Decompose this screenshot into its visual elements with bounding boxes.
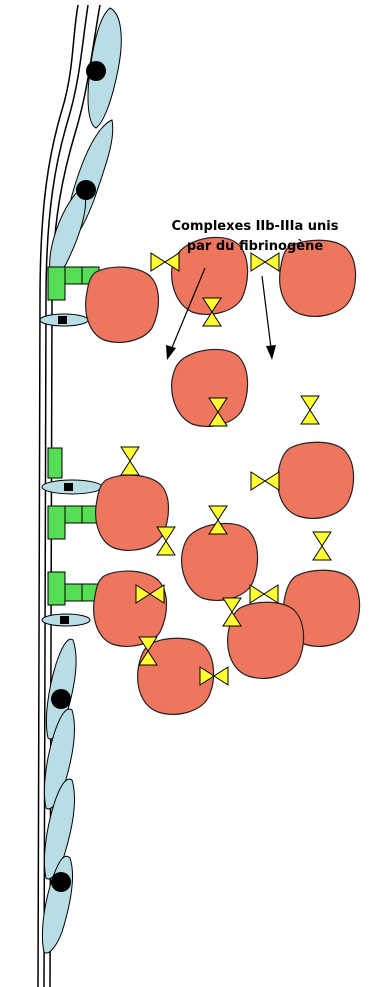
- fibrinogen-bridge: [313, 532, 331, 560]
- receptor-block: [65, 506, 82, 523]
- annotation-line-2: par du fibrinogène: [145, 237, 365, 257]
- annotation-line-1: Complexes IIb-IIIa unis: [145, 217, 365, 237]
- fibrinogen-half: [250, 585, 264, 603]
- platelet: [86, 267, 159, 342]
- fibrinogen-half: [121, 447, 139, 461]
- platelet: [94, 571, 167, 646]
- fibrinogen-half: [313, 532, 331, 546]
- adhesion-disc-core: [58, 316, 67, 324]
- receptor-block: [48, 572, 65, 605]
- fibrinogen-half: [301, 396, 319, 410]
- receptor-block: [48, 448, 62, 478]
- adhesion-disc-core: [64, 483, 73, 491]
- annotation-arrow-head: [266, 345, 276, 360]
- fibrinogen-half: [121, 461, 139, 475]
- fibrinogen-bridge: [121, 447, 139, 475]
- fibrinogen-half: [157, 541, 175, 555]
- nucleus: [51, 872, 71, 892]
- adhesion-disc-core: [60, 616, 69, 624]
- fibrinogen-half: [265, 472, 279, 490]
- fibrinogen-bridge: [250, 585, 278, 603]
- annotation-arrow-shaft: [262, 276, 271, 348]
- fibrinogen-half: [264, 585, 278, 603]
- fibrinogen-half: [301, 410, 319, 424]
- platelet: [228, 602, 304, 678]
- receptor-block: [48, 267, 65, 300]
- receptor-block: [48, 506, 65, 539]
- nucleus: [51, 689, 71, 709]
- fibrinogen-bridge: [157, 527, 175, 555]
- platelet: [172, 349, 248, 426]
- fibrinogen-bridge: [209, 506, 227, 534]
- platelet: [96, 475, 169, 550]
- annotation-arrow-head: [166, 345, 176, 360]
- platelet: [182, 523, 258, 600]
- fibrinogen-bridge: [251, 472, 279, 490]
- fibrinogen-half: [251, 472, 265, 490]
- fibrinogen-bridge: [301, 396, 319, 424]
- nucleus: [76, 180, 96, 200]
- platelet: [278, 442, 354, 518]
- fibrinogen-half: [313, 546, 331, 560]
- endothelial-cell: [50, 190, 86, 277]
- receptor-block: [65, 584, 82, 601]
- platelets: [86, 237, 360, 714]
- fibrinogen-half: [214, 667, 228, 685]
- fibrinogen-annotation: Complexes IIb-IIIa unis par du fibrinogè…: [145, 217, 365, 257]
- nucleus: [86, 61, 106, 81]
- receptor-block: [65, 267, 82, 284]
- fibrinogen-half: [209, 506, 227, 520]
